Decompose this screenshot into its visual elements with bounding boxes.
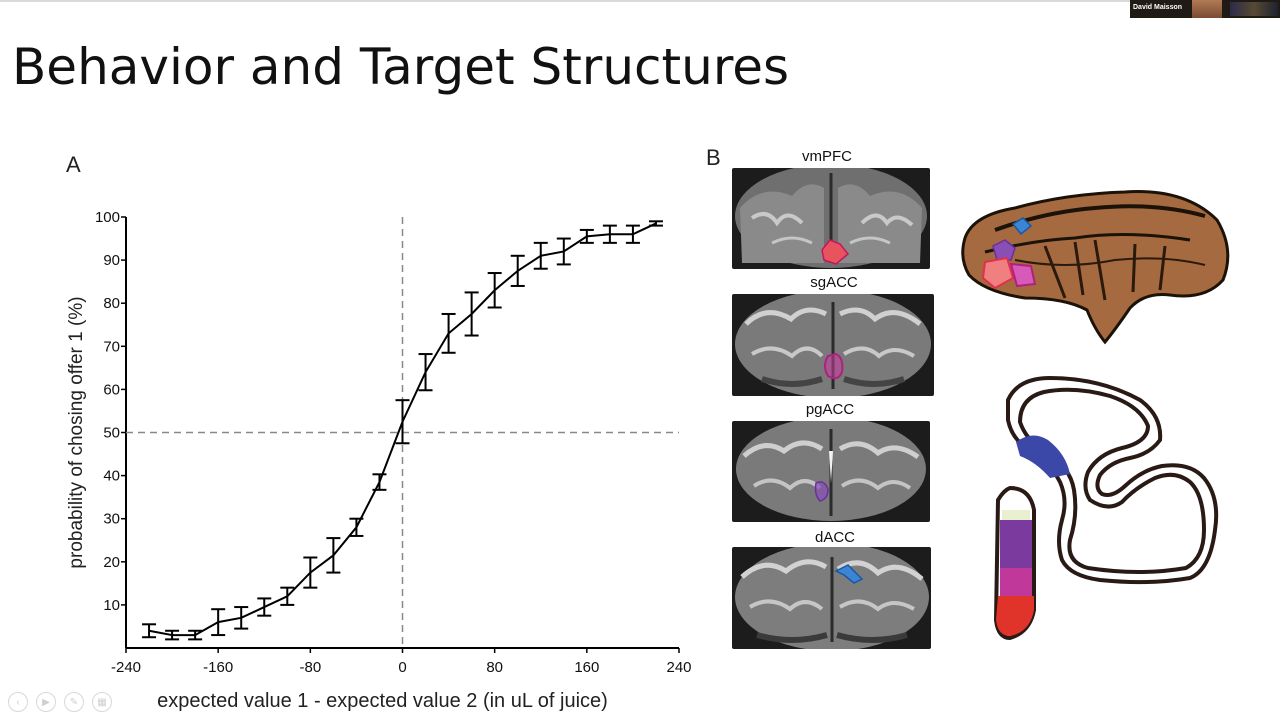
label-pgacc: pgACC (805, 401, 855, 418)
y-axis-title: probability of chosing offer 1 (%) (66, 296, 87, 568)
participant-face (1192, 0, 1222, 18)
mri-slice-dacc (732, 547, 931, 649)
x-axis-title: expected value 1 - expected value 2 (in … (157, 690, 608, 712)
panel-b-label: B (706, 145, 721, 170)
mri-slice-pgacc (732, 421, 930, 522)
y-tick-label: 10 (103, 597, 120, 614)
y-tick-label: 20 (103, 554, 120, 571)
y-tick-label: 100 (95, 209, 120, 226)
x-tick-label: 0 (398, 659, 406, 676)
y-tick-label: 90 (103, 252, 120, 269)
top-divider (0, 0, 1280, 2)
mri-slice-vmpfc (732, 168, 930, 269)
x-tick-label: -160 (203, 659, 233, 676)
y-tick-label: 30 (103, 511, 120, 528)
label-vmpfc: vmPFC (802, 148, 852, 165)
panel-a-label: A (66, 152, 81, 177)
brain-3d-render (961, 190, 1230, 345)
play-icon[interactable]: ▶ (36, 692, 56, 712)
label-dacc: dACC (814, 529, 855, 546)
back-icon[interactable]: ‹ (8, 692, 28, 712)
y-tick-label: 80 (103, 295, 120, 312)
y-tick-label: 40 (103, 468, 120, 485)
x-tick-label: 240 (666, 659, 691, 676)
y-tick-label: 70 (103, 338, 120, 355)
presentation-toolbar: ‹ ▶ ✎ ▦ (8, 692, 112, 712)
x-tick-label: 160 (574, 659, 599, 676)
participant-video[interactable]: David Maisson (1130, 0, 1280, 18)
y-tick-label: 50 (103, 425, 120, 442)
x-tick-label: -80 (299, 659, 321, 676)
x-tick-label: -240 (111, 659, 141, 676)
psychometric-chart: -240 -160 -80 0 80 160 240 10 20 30 40 50 60 70 80 90 10… (66, 209, 692, 712)
label-sgacc: sgACC (810, 274, 858, 291)
grid-icon[interactable]: ▦ (92, 692, 112, 712)
participant-name: David Maisson (1133, 4, 1183, 11)
medial-wall-diagram (993, 375, 1219, 641)
slide-title: Behavior and Target Structures (12, 38, 790, 96)
mri-slice-sgacc (732, 294, 934, 396)
x-tick-label: 80 (486, 659, 503, 676)
video-background (1230, 2, 1278, 16)
pen-icon[interactable]: ✎ (64, 692, 84, 712)
y-tick-label: 60 (103, 381, 120, 398)
